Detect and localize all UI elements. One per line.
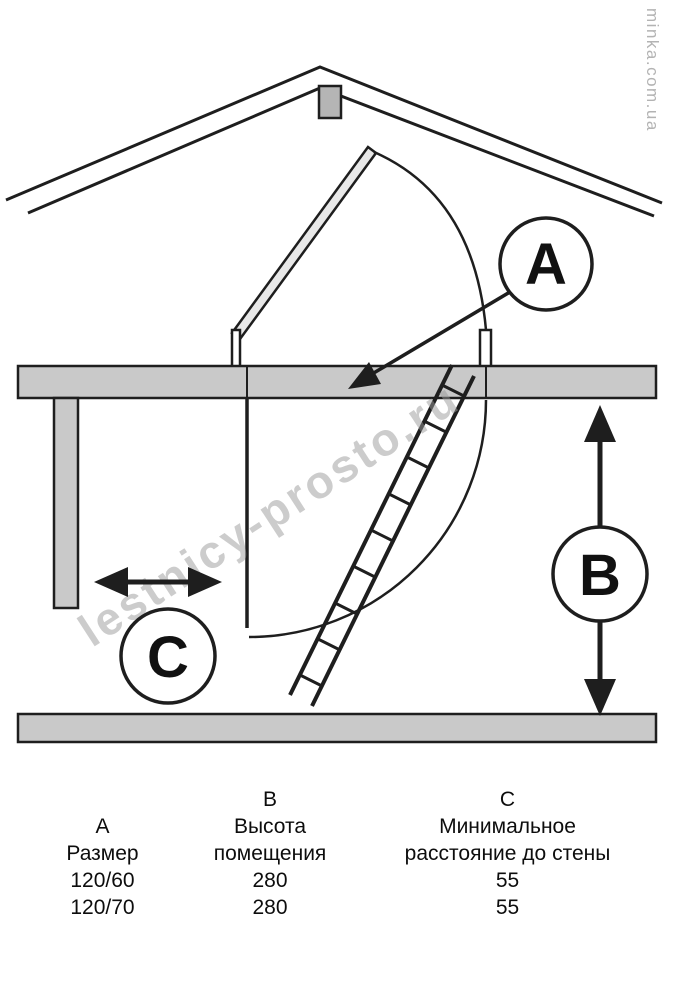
table-cell: 120/60 bbox=[70, 869, 135, 892]
label-a-pointer bbox=[348, 290, 511, 389]
table-cell: Размер bbox=[66, 842, 139, 865]
table-cell: помещения bbox=[213, 842, 327, 865]
label-c-badge: C bbox=[119, 607, 217, 705]
dimension-arrow-c bbox=[94, 567, 222, 597]
floor-slab bbox=[16, 712, 658, 744]
table-cell: 55 bbox=[495, 896, 520, 919]
table-cell bbox=[20, 786, 185, 813]
roof-vent bbox=[317, 84, 343, 120]
ceiling-slab bbox=[16, 364, 658, 400]
left-wall bbox=[52, 396, 80, 610]
site-watermark-vertical: minka.com.ua bbox=[643, 8, 662, 132]
site-watermark-diagonal: lestnicy-prosto.ru bbox=[69, 372, 468, 657]
label-a-badge: A bbox=[498, 216, 594, 312]
label-a-letter: A bbox=[525, 232, 567, 297]
table-cell: 280 bbox=[252, 896, 288, 919]
table-cell: 120/70 bbox=[70, 896, 135, 919]
table-cell: 55 bbox=[495, 869, 520, 892]
folding-ladder bbox=[288, 364, 476, 707]
table-cell: Минимальное bbox=[439, 815, 576, 838]
hatch-swing bbox=[245, 398, 488, 639]
ladder-installation-diagram: lestnicy-prosto.ru A bbox=[5, 65, 663, 744]
table-cell: расстояние до стены bbox=[404, 842, 611, 865]
table-header-b: B bbox=[262, 788, 277, 811]
table-cell: Высота bbox=[233, 815, 307, 838]
table-cell: 280 bbox=[252, 869, 288, 892]
hatch-lid-open bbox=[230, 145, 493, 369]
table-header-c: C bbox=[499, 788, 516, 811]
dimensions-table: B C A Высота Минимальное Размер помещени… bbox=[20, 786, 660, 921]
label-c-letter: C bbox=[147, 625, 189, 690]
label-b-badge: B bbox=[551, 525, 649, 623]
label-b-letter: B bbox=[579, 543, 621, 608]
table-header-a: A bbox=[95, 815, 110, 838]
